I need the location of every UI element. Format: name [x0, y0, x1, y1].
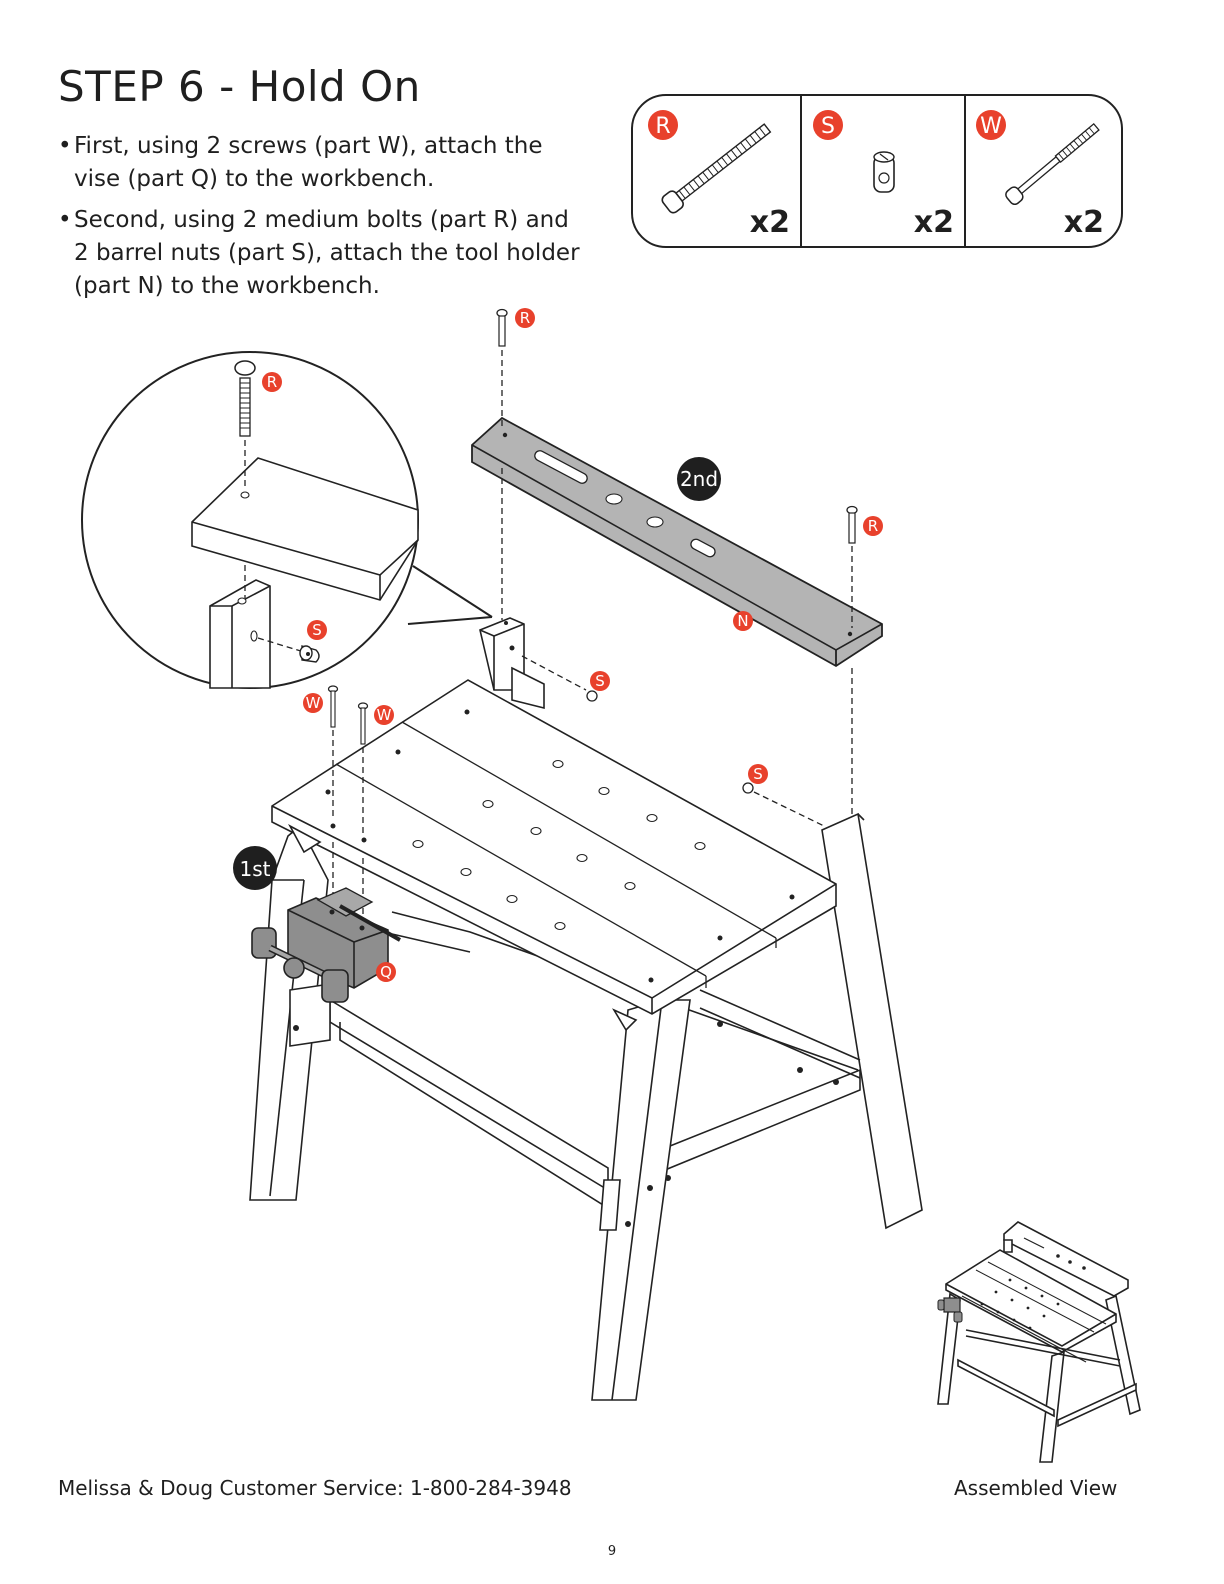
- part-s-badge: [813, 110, 843, 140]
- callout-n-part: N: [737, 612, 748, 630]
- step-badge-first: 1st: [240, 857, 271, 881]
- instruction-list: First, using 2 screws (part W), attach t…: [58, 130, 588, 311]
- part-r-quantity: x2: [750, 205, 790, 240]
- callout-q-part: Q: [380, 963, 392, 981]
- vise-q: [251, 842, 401, 1003]
- part-r-cell: R x2: [648, 110, 790, 240]
- part-s-letter: S: [821, 114, 835, 139]
- zoom-bolt-r: [234, 360, 256, 598]
- screw-w-right: [357, 702, 369, 836]
- screw-icon: [1005, 122, 1100, 206]
- part-w-badge: [976, 110, 1006, 140]
- tool-holder-n: [471, 416, 883, 668]
- part-w-quantity: x2: [1064, 205, 1104, 240]
- detail-zoom-circle: R S: [81, 351, 497, 689]
- callout-r-top: R: [520, 309, 530, 327]
- customer-service-text: Melissa & Doug Customer Service: 1-800-2…: [58, 1476, 572, 1500]
- medium-bolt-icon: [661, 123, 772, 214]
- callout-s-right: S: [753, 765, 763, 783]
- barrel-nut-s-right: [742, 782, 825, 827]
- callout-s-mid: S: [595, 672, 605, 690]
- bolt-r-top: [496, 308, 508, 620]
- page-number: 9: [607, 1544, 617, 1559]
- zoom-barrel-nut-s: [257, 637, 320, 663]
- part-s-cell: S x2: [813, 110, 954, 240]
- screw-w-left: [327, 685, 339, 820]
- workbench-frame: [249, 617, 923, 1401]
- callout-w-left: W: [306, 694, 321, 712]
- part-r-letter: R: [655, 114, 670, 139]
- assembled-view-label: Assembled View: [954, 1476, 1118, 1500]
- instruction-second: Second, using 2 medium bolts (part R) an…: [58, 204, 588, 303]
- barrel-nut-icon: [873, 151, 895, 193]
- instruction-first: First, using 2 screws (part W), attach t…: [58, 130, 588, 196]
- callout-r-right: R: [868, 517, 878, 535]
- part-w-cell: W x2: [976, 110, 1104, 240]
- part-s-quantity: x2: [914, 205, 954, 240]
- peg-holes: [412, 759, 706, 931]
- page-title: STEP 6 - Hold On: [58, 62, 421, 111]
- step-badge-second: 2nd: [680, 467, 718, 491]
- barrel-nut-s-mid: [521, 655, 598, 702]
- part-w-letter: W: [980, 114, 1002, 139]
- part-r-badge: [648, 110, 678, 140]
- bolt-r-right: [846, 505, 858, 815]
- callout-w-right: W: [377, 706, 392, 724]
- assembled-view-thumbnail: [937, 1221, 1141, 1463]
- parts-legend: R x2 S x2 W: [631, 94, 1123, 248]
- callout-r-zoom: R: [267, 373, 277, 391]
- callout-s-zoom: S: [312, 621, 322, 639]
